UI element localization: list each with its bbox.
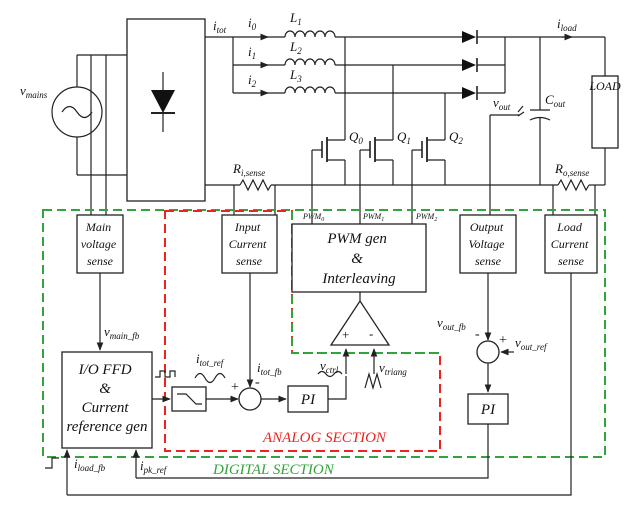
i-pk-ref-label: ipk_ref — [140, 458, 168, 475]
mosfet-q2 — [411, 137, 446, 216]
analog-pi-block — [287, 385, 329, 413]
io-ffd-block — [61, 351, 153, 449]
digital-pi-label: PI — [480, 402, 496, 418]
l2-label: L2 — [289, 39, 302, 56]
l3-label: L3 — [289, 67, 302, 84]
boost-diode-2 — [462, 86, 478, 100]
inductor-l2 — [284, 58, 336, 66]
input-current-sense-block — [221, 214, 278, 274]
i1-label: i1 — [248, 44, 256, 61]
i0-label: i0 — [248, 15, 257, 32]
analog-section-label: ANALOG SECTION — [262, 430, 387, 446]
load-current-sense-label: Load Current sense — [551, 220, 592, 268]
v-out-fb-label: vout_fb — [437, 315, 466, 332]
v-main-fb-label: vmain_fb — [104, 324, 140, 341]
v-mains-label: vmains — [20, 83, 48, 100]
digital-pi-block — [467, 393, 509, 425]
mosfet-q1 — [359, 137, 394, 216]
v-out-ref-label: vout_ref — [515, 335, 548, 352]
pwm-comparator: + - — [329, 292, 391, 346]
sine-wave-icon — [194, 372, 226, 384]
i-tot-fb-label: itot_fb — [257, 360, 282, 377]
load-box — [591, 75, 619, 149]
inductor-l1 — [284, 30, 336, 38]
step-signal-icon — [45, 457, 59, 469]
diode-icon — [151, 90, 175, 113]
boost-diode-0 — [462, 30, 478, 44]
analog-pi-label: PI — [300, 392, 316, 408]
resistor-r-isense — [239, 178, 272, 192]
load-label: LOAD — [588, 79, 621, 93]
v-out-label: vout — [493, 95, 511, 112]
v-triang-label: vtriang — [379, 360, 407, 377]
svg-text:+: + — [342, 327, 349, 342]
triangle-wave-icon — [364, 371, 382, 391]
c-out-label: Cout — [545, 92, 566, 109]
digital-section-label: DIGITAL SECTION — [212, 462, 335, 478]
v-ctrl-label: vctrl — [320, 358, 339, 375]
q2-label: Q2 — [449, 129, 463, 146]
r-isense-label: Ri,sense — [232, 161, 265, 178]
mosfet-q0 — [311, 137, 346, 216]
r-osense-label: Ro,sense — [554, 161, 589, 178]
pwm0-label: PWM0 — [302, 212, 324, 223]
mains-source — [51, 55, 103, 175]
i-load-label: iload — [557, 16, 577, 33]
boost-diode-1 — [462, 58, 478, 72]
inductor-l3 — [284, 86, 336, 94]
digital-section-frame — [42, 209, 606, 458]
load-current-sense-block — [544, 214, 598, 274]
i-tot-label: itot — [213, 18, 227, 35]
pwm2-label: PWM2 — [415, 212, 437, 223]
bridge-rectifier — [126, 18, 206, 202]
main-voltage-sense-block — [76, 214, 124, 274]
i2-label: i2 — [248, 72, 257, 89]
io-ffd-label: I/O FFD & Current reference gen — [67, 362, 148, 435]
main-voltage-sense-label: Main voltage sense — [81, 220, 119, 268]
pwm-gen-label: PWM gen & Interleaving — [321, 231, 396, 287]
input-current-sense-label: Input Current sense — [229, 220, 270, 268]
q1-label: Q1 — [397, 129, 411, 146]
i-tot-ref-label: itot_ref — [196, 351, 225, 368]
svg-text:-: - — [255, 375, 260, 390]
lowpass-filter-icon — [177, 393, 202, 405]
lowpass-filter-block — [171, 386, 207, 412]
i-load-fb-label: iload_fb — [74, 456, 106, 473]
pwm-gen-block — [291, 223, 427, 293]
pwm1-label: PWM1 — [362, 212, 384, 223]
svg-text:-: - — [369, 326, 373, 341]
output-voltage-sense-label: Output Voltage sense — [469, 220, 508, 268]
current-summing-junction — [238, 387, 262, 411]
pwm-pulse-icon — [155, 370, 176, 378]
voltage-summing-junction — [476, 340, 500, 364]
resistor-r-osense — [557, 178, 590, 192]
svg-text:-: - — [475, 327, 480, 342]
l1-label: L1 — [289, 10, 302, 27]
ac-source-icon — [51, 86, 103, 138]
output-capacitor — [529, 37, 551, 185]
svg-text:+: + — [499, 333, 507, 348]
svg-text:+: + — [231, 380, 239, 395]
q0-label: Q0 — [349, 129, 363, 146]
